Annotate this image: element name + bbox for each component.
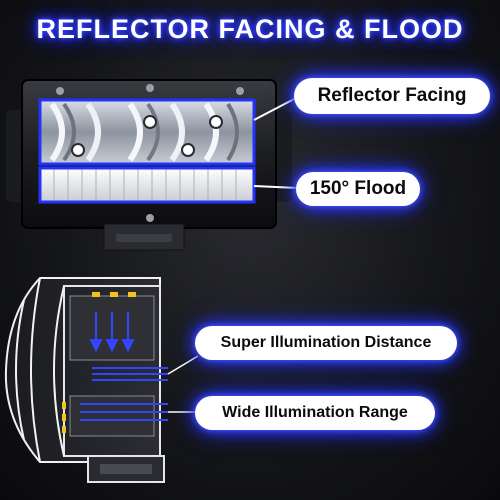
reflector-cups (49, 102, 239, 162)
screw-icon (236, 87, 244, 95)
led-icon (209, 115, 223, 129)
screw-icon (146, 84, 154, 92)
amber-led-icon (62, 414, 66, 421)
led-icon (181, 143, 195, 157)
amber-led-icon (62, 426, 66, 433)
illumination-range-label: Wide Illumination Range (195, 396, 435, 430)
side-flood-chamber (69, 395, 155, 437)
light-bar-side-profile (4, 277, 168, 483)
reflector-highlight-box (38, 98, 256, 166)
flood-label: 150° Flood (296, 172, 420, 206)
reflector-facing-label: Reflector Facing (294, 78, 490, 114)
beam-lines (80, 367, 168, 421)
light-bar-front (6, 79, 292, 251)
bracket-slot (116, 234, 172, 242)
amber-led-icon (62, 402, 66, 409)
amber-led-icon (128, 292, 136, 297)
illumination-distance-label: Super Illumination Distance (195, 326, 457, 360)
distance-pointer-line (167, 355, 199, 375)
flood-lens (40, 168, 254, 202)
amber-led-icon (92, 292, 100, 297)
screw-icon (56, 87, 64, 95)
flood-pointer-line (253, 185, 299, 189)
side-bracket-slot (100, 464, 152, 474)
flood-highlight-box (38, 166, 256, 204)
screw-icon (146, 214, 154, 222)
flood-lens-ribs (53, 168, 237, 202)
led-icon (143, 115, 157, 129)
amber-led-icon (110, 292, 118, 297)
beam-direction-arrows (89, 312, 135, 353)
page-title: REFLECTOR FACING & FLOOD (36, 14, 464, 44)
reflector-pointer-line (253, 97, 297, 121)
led-icon (71, 143, 85, 157)
